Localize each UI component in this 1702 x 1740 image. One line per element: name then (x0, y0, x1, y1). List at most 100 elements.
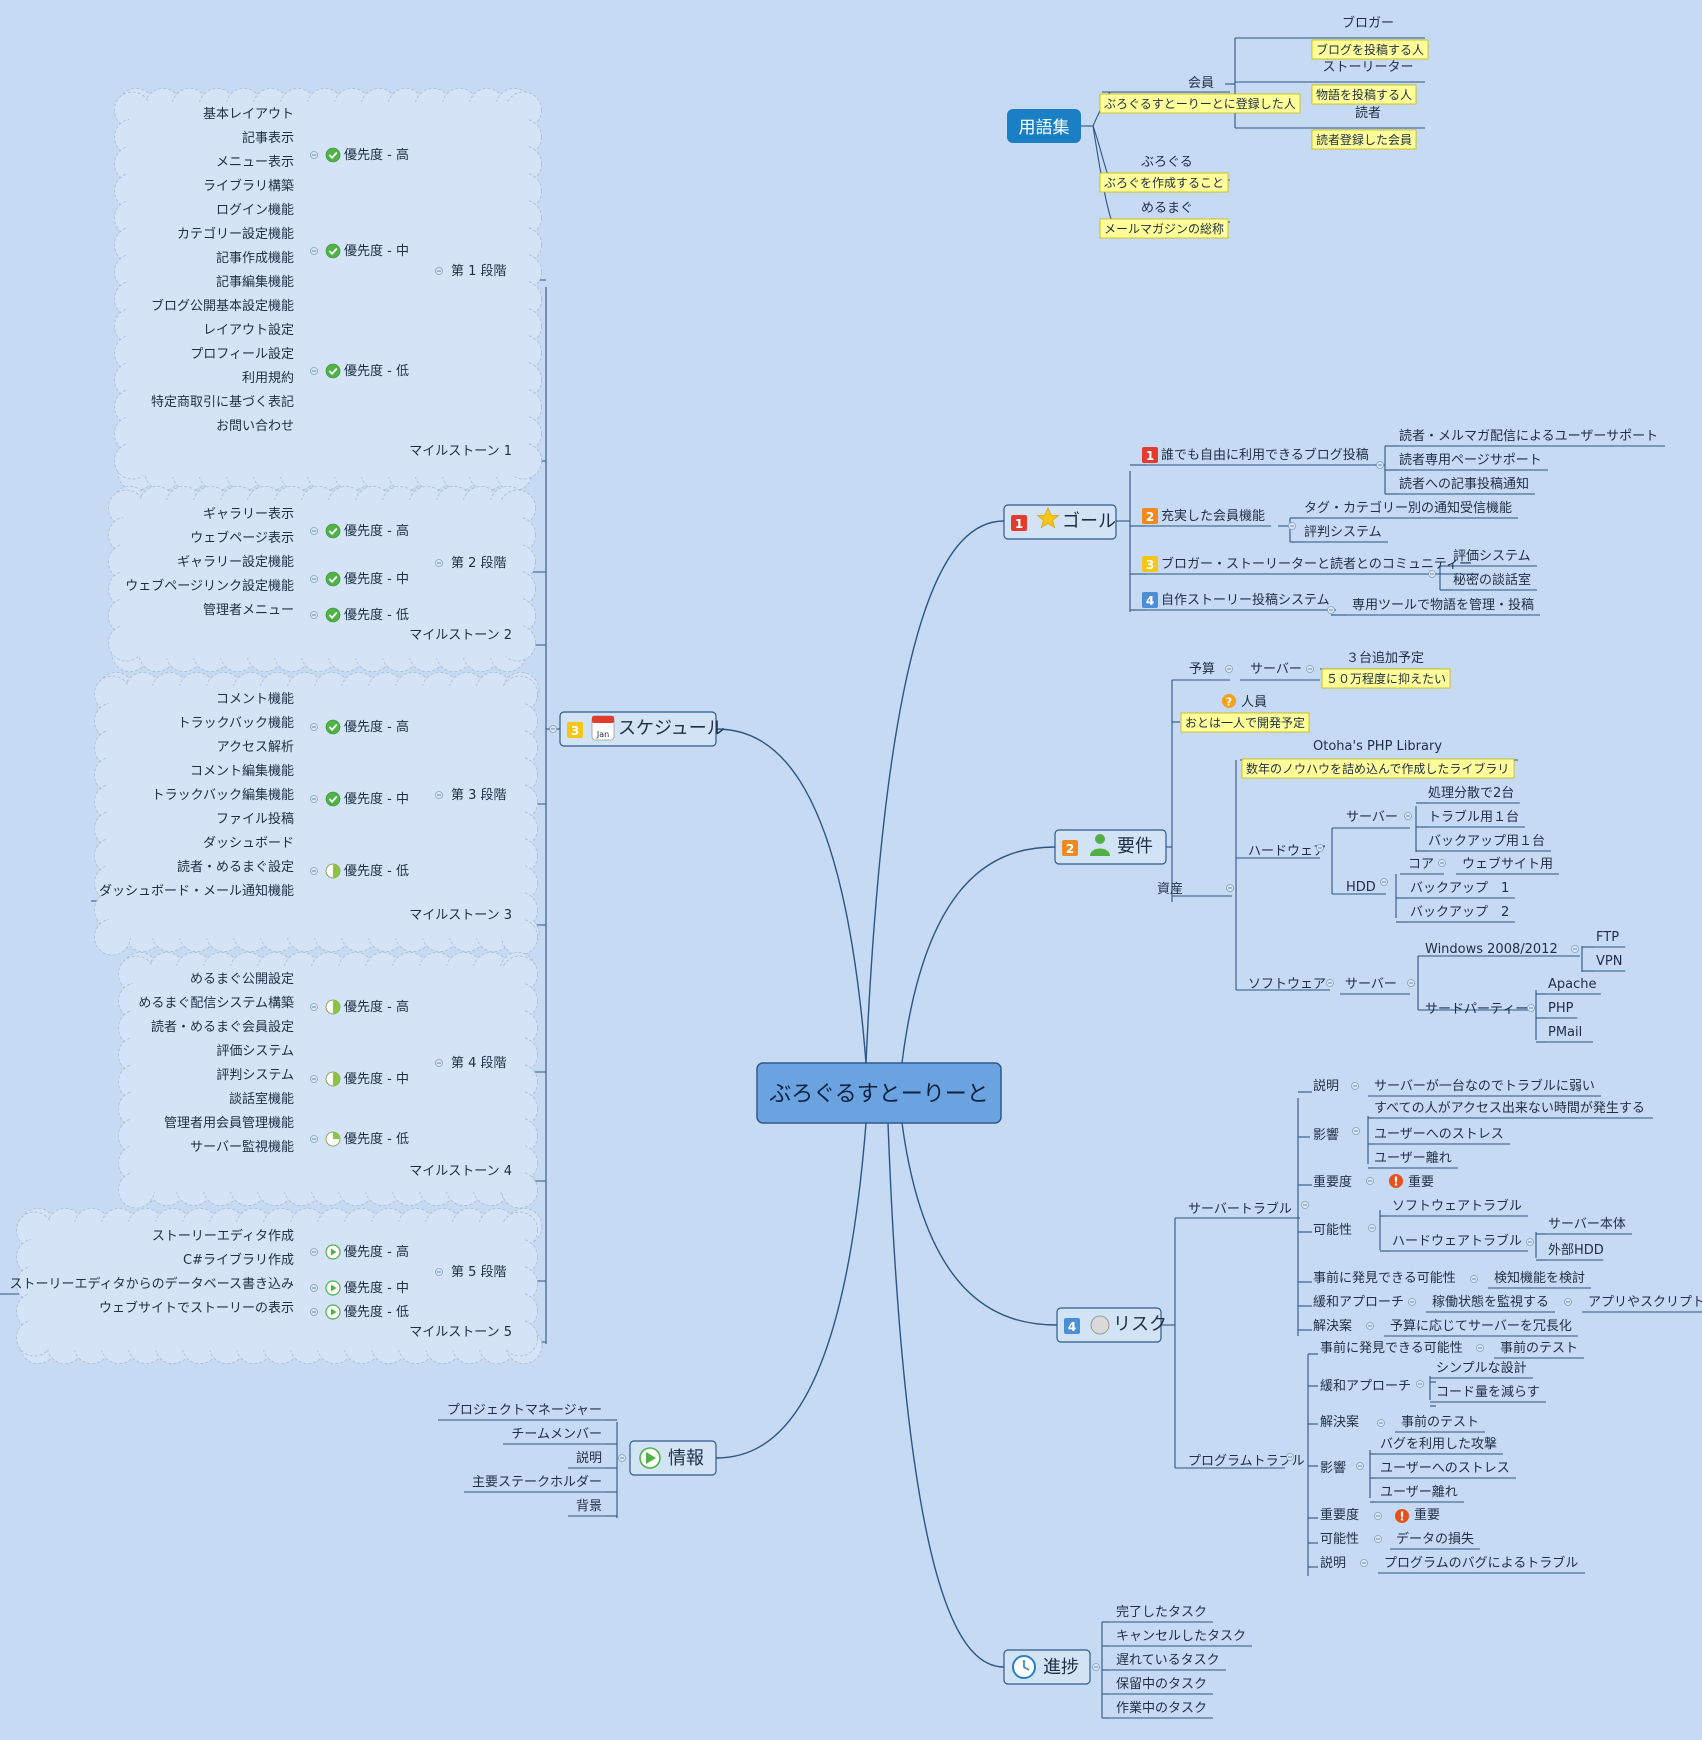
task-item: 基本レイアウト (203, 107, 294, 122)
play-icon (325, 1280, 341, 1296)
task-item: トラックバック編集機能 (152, 787, 294, 803)
badge-number: 3 (1146, 558, 1154, 572)
progress-quarter-icon (325, 1131, 341, 1147)
task-item: ダッシュボード (203, 836, 294, 851)
person-icon (1095, 834, 1105, 844)
requirements-topic[interactable] (1054, 829, 1167, 865)
program-mitigate-item: コード量を減らす (1436, 1384, 1540, 1400)
badge-number: 2 (1066, 842, 1074, 856)
stage-cloud (108, 485, 536, 672)
burogu-note: ぶろぐを作成すること (1104, 176, 1224, 190)
milestone-label: マイルストーン 4 (409, 1164, 512, 1179)
milestone-label: マイルストーン 5 (409, 1325, 512, 1340)
goal-item-badge (1142, 447, 1158, 463)
glossary-term: ブロガー (1342, 15, 1394, 31)
task-item: ウェブページリンク設定機能 (125, 578, 294, 594)
task-item: ログイン機能 (216, 203, 294, 218)
check-icon (325, 571, 341, 587)
glossary-term: 読者 (1355, 105, 1381, 121)
program-desc-value: プログラムのバグによるトラブル (1384, 1555, 1578, 1571)
stage-cloud (94, 672, 540, 956)
program-mitigate-item: シンプルな設計 (1436, 1360, 1527, 1376)
hardware-label: ハードウェア (1248, 844, 1326, 859)
task-item: お問い合わせ (216, 419, 294, 434)
program-desc-label: 説明 (1320, 1555, 1346, 1571)
server-desc-label: 説明 (1313, 1078, 1339, 1094)
merumagu-note-box (1099, 218, 1229, 239)
task-item: めるまぐ公開設定 (190, 971, 294, 987)
os-item: FTP (1596, 930, 1619, 945)
goal-badge (1011, 515, 1027, 531)
server-mitigate-value: 稼働状態を監視する (1432, 1294, 1549, 1310)
check-icon (325, 523, 341, 539)
task-item: 評価システム (216, 1044, 294, 1059)
hdd-core: コア (1408, 857, 1434, 872)
task-item: 記事表示 (242, 130, 294, 146)
server-impact-label: 影響 (1313, 1127, 1339, 1143)
hdd-label: HDD (1346, 880, 1376, 895)
task-item: 読者・めるまぐ会員設定 (151, 1019, 294, 1035)
stage-label: 第 2 段階 (451, 556, 507, 571)
priority-label: 優先度 - 中 (344, 243, 409, 259)
task-item: サーバー監視機能 (190, 1139, 294, 1155)
server-hw-item: サーバー本体 (1548, 1217, 1626, 1232)
task-item: トラックバック機能 (178, 716, 294, 731)
server-detect-label: 事前に発見できる可能性 (1313, 1270, 1456, 1286)
info-item: 主要ステークホルダー (472, 1475, 602, 1490)
central-topic[interactable] (756, 1062, 1002, 1124)
check-icon (325, 243, 341, 259)
task-item: コメント編集機能 (190, 763, 294, 779)
person-body (1090, 848, 1110, 856)
priority-label: 優先度 - 低 (344, 607, 409, 623)
glossary-term: ストーリーター (1322, 60, 1413, 75)
budget-server: サーバー (1250, 662, 1302, 677)
task-item: C#ライブラリ作成 (183, 1252, 294, 1268)
budget-plan: ３台追加予定 (1346, 650, 1424, 666)
program-severity-label: 重要度 (1320, 1507, 1359, 1523)
check-icon (325, 791, 341, 807)
glossary-term-merumagu: めるまぐ (1141, 201, 1193, 216)
program-impact-item: ユーザー離れ (1380, 1485, 1458, 1500)
goal-topic[interactable] (1003, 504, 1117, 540)
hw-server-item: トラブル用１台 (1428, 809, 1519, 825)
budget-note-box (1321, 668, 1451, 689)
question-icon (1222, 694, 1236, 708)
goal-item-label: 自作ストーリー投稿システム (1161, 592, 1330, 608)
progress-half-icon (325, 1071, 341, 1087)
progress-half-icon (325, 999, 341, 1015)
stage-label: 第 3 段階 (451, 788, 507, 803)
server-solution-value: 予算に応じてサーバーを冗長化 (1390, 1319, 1572, 1334)
goal-subitem: 読者への記事投稿通知 (1399, 476, 1529, 492)
server-desc-value: サーバーが一台なのでトラブルに弱い (1374, 1078, 1595, 1094)
progress-item: 作業中のタスク (1116, 1700, 1207, 1716)
hdd-item: バックアップ 2 (1410, 905, 1509, 920)
program-mitigate-label: 緩和アプローチ (1320, 1379, 1411, 1394)
task-item: ウェブサイトでストーリーの表示 (99, 1300, 294, 1316)
goal-item-badge (1142, 592, 1158, 608)
server-possibility-hardware: ハードウェアトラブル (1392, 1233, 1522, 1249)
budget-note: ５０万程度に抑えたい (1326, 671, 1446, 686)
task-item: ダッシュボード・メール通知機能 (99, 883, 294, 899)
server-hw-item: 外部HDD (1548, 1243, 1604, 1258)
glossary-note-box (1311, 39, 1429, 60)
server-impact-item: ユーザー離れ (1374, 1151, 1452, 1166)
server-trouble-label: サーバートラブル (1188, 1201, 1292, 1217)
server-possibility-label: 可能性 (1313, 1223, 1352, 1238)
task-item: 談話室機能 (229, 1091, 294, 1107)
program-impact-item: バグを利用した攻撃 (1380, 1436, 1497, 1452)
play-icon (325, 1304, 341, 1320)
task-item: アクセス解析 (217, 740, 294, 755)
goal-subitem: 評判システム (1304, 525, 1382, 540)
info-title: 情報 (668, 1448, 704, 1469)
sw-server-label: サーバー (1345, 977, 1397, 992)
goal-item-badge (1142, 556, 1158, 572)
goal-subitem: 専用ツールで物語を管理・投稿 (1352, 597, 1534, 613)
stage-label: 第 4 段階 (451, 1056, 507, 1071)
play-triangle (646, 1452, 656, 1464)
goal-item-label: 誰でも自由に利用できるブログ投稿 (1161, 447, 1369, 463)
task-item: ギャラリー表示 (203, 507, 294, 522)
requirements-badge (1062, 840, 1078, 856)
glossary-topic[interactable] (1007, 109, 1081, 143)
hw-server-label: サーバー (1346, 810, 1398, 825)
goal-subitem: 読者専用ページサポート (1399, 452, 1542, 468)
